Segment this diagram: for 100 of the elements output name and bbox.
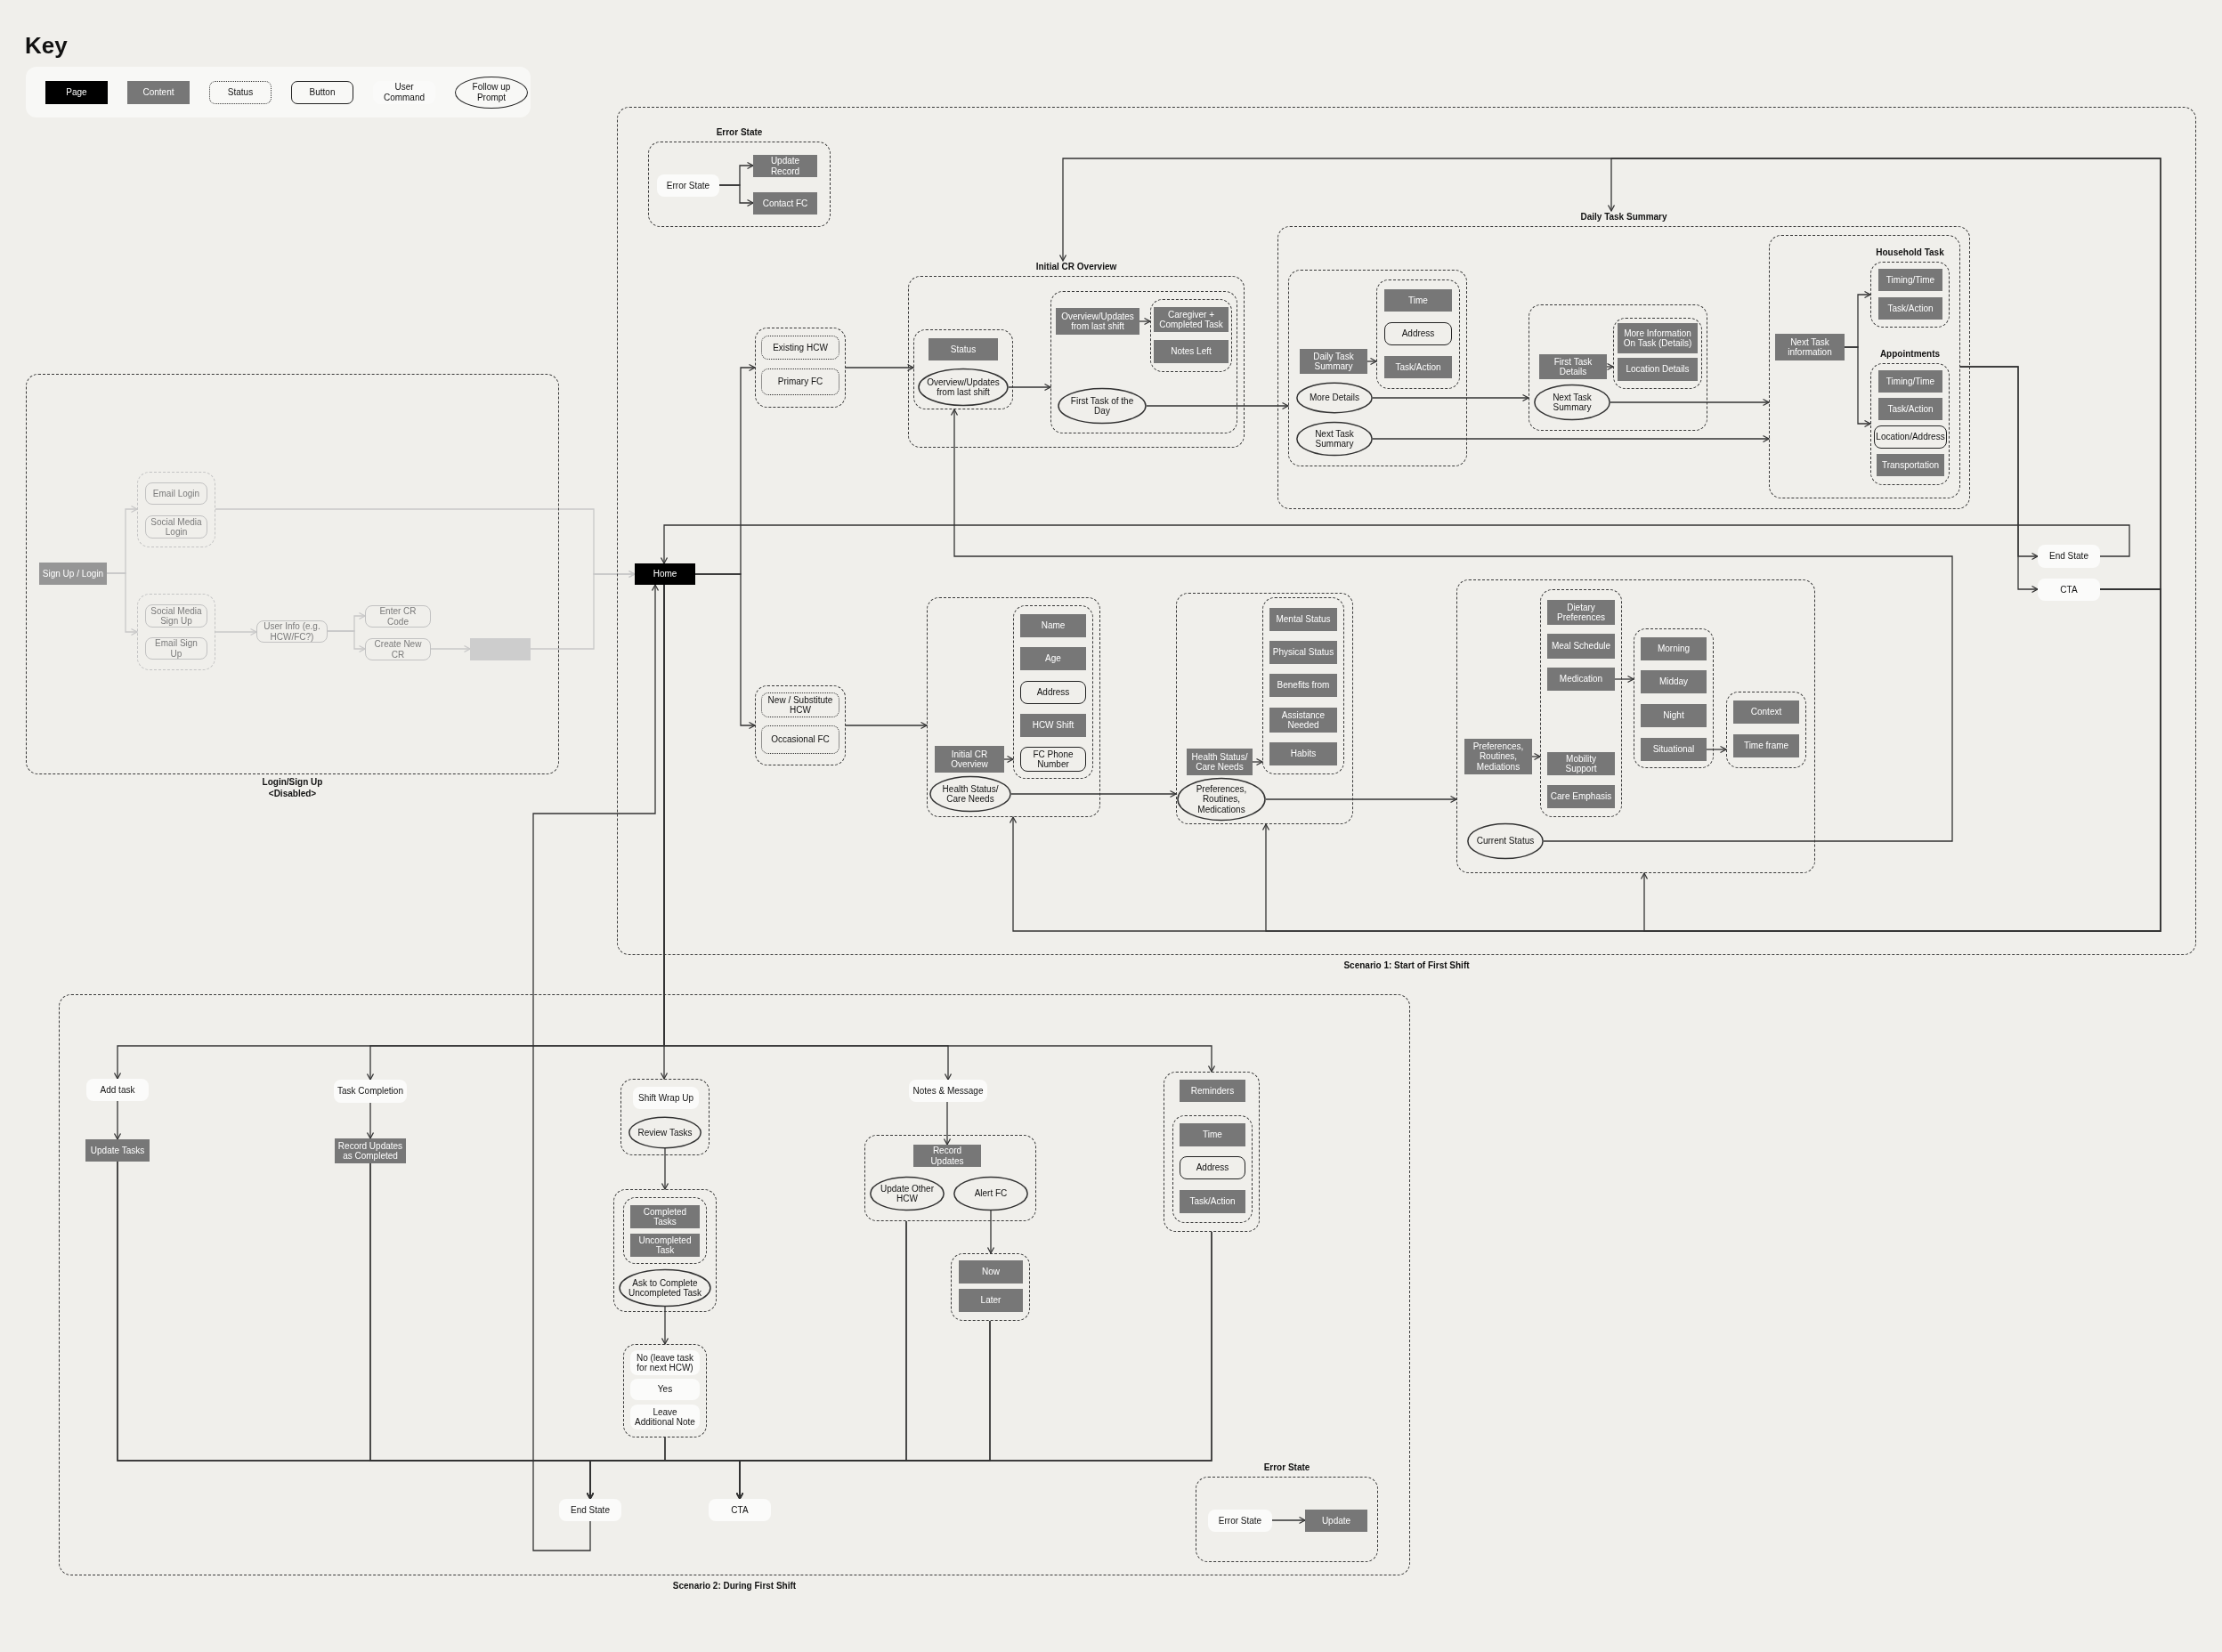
dashed-group: [951, 1253, 1030, 1321]
content-box: Initial CR Overview: [935, 746, 1004, 773]
rounded-box: Create New CR: [365, 638, 431, 660]
legend-label: Follow up Prompt: [471, 82, 512, 102]
content-box: Later: [959, 1289, 1023, 1312]
dashed-group: [1262, 597, 1344, 774]
arrow: [113, 1100, 122, 1140]
dashed-group: [613, 1189, 717, 1312]
content-box: Mobility Support: [1547, 752, 1615, 775]
content-box: Mental Status: [1269, 608, 1337, 631]
content-box: Situational: [1641, 738, 1707, 761]
content-box: Task/Action: [1384, 356, 1452, 378]
dashed-group: [864, 1135, 1036, 1221]
content-box: Dietary Preferences: [1547, 600, 1615, 625]
arrow: [1146, 401, 1289, 410]
arrow: [845, 363, 914, 372]
dashed-group: [59, 994, 1410, 1593]
rounded-box: Address: [1384, 322, 1452, 345]
content-box: Transportation: [1877, 454, 1944, 476]
arrow: [986, 1210, 995, 1254]
arrow: [1139, 317, 1151, 326]
dashed-group: [1376, 279, 1460, 389]
command-pill: Leave Additional Note: [630, 1405, 700, 1429]
legend-heading: Key: [25, 32, 68, 59]
arrow: [694, 573, 756, 730]
dashed-group: [1176, 593, 1353, 824]
content-box: Record Updates: [913, 1145, 981, 1167]
group-title: Login/Sign Up <Disabled>: [261, 777, 324, 799]
arrow: [943, 1101, 952, 1146]
content-box: Time: [1180, 1123, 1245, 1146]
arrow: [718, 184, 754, 207]
rounded-box: Address: [1180, 1156, 1245, 1179]
arrow: [1008, 383, 1051, 392]
content-box: Assistance Needed: [1269, 708, 1337, 733]
prompt-ellipse: Health Status/ Care Needs: [929, 776, 1011, 812]
arrow: [1265, 795, 1457, 804]
content-box: [470, 638, 531, 660]
arrow: [215, 628, 257, 636]
group-title: Household Task: [1876, 247, 1944, 259]
arrow: [1372, 434, 1770, 443]
arrow: [1610, 398, 1770, 407]
arrow: [1010, 790, 1177, 798]
arrow: [1252, 757, 1263, 766]
page-box: Home: [635, 563, 695, 585]
content-box: Contact FC: [753, 192, 817, 215]
content-box: Uncompleted Task: [630, 1234, 700, 1257]
content-box: First Task Details: [1539, 354, 1607, 379]
arrow: [327, 630, 366, 653]
dashed-group: [755, 685, 846, 765]
rounded-box: FC Phone Number: [1020, 747, 1086, 772]
arrow: [532, 584, 660, 1551]
content-box: Now: [959, 1260, 1023, 1284]
dashed-group: [620, 1079, 710, 1155]
arrow: [1606, 362, 1614, 371]
arrow: [1844, 346, 1871, 428]
content-box: Overview/Updates from last shift: [1056, 308, 1139, 335]
rounded-box: User Info (e.g. HCW/FC?): [256, 620, 328, 643]
content-box: Completed Tasks: [630, 1205, 700, 1228]
prompt-ellipse: Ask to Complete Uncompleted Task: [619, 1269, 711, 1307]
dashed-group: [623, 1197, 707, 1264]
arrow: [845, 721, 928, 730]
content-box: Time: [1384, 289, 1452, 312]
content-box: Health Status/ Care Needs: [1187, 749, 1253, 775]
content-box: Update: [1305, 1510, 1367, 1532]
arrow: [660, 524, 2130, 564]
content-box: Night: [1641, 704, 1707, 727]
dashed-group: [1726, 692, 1806, 768]
arrow: [366, 1102, 375, 1139]
command-pill: End State: [2038, 545, 2100, 568]
content-box: Context: [1733, 700, 1799, 724]
dashed-group: [1196, 1462, 1378, 1562]
arrow: [1366, 357, 1377, 366]
command-pill: Notes & Message: [909, 1080, 987, 1102]
dashed-group: [1613, 318, 1702, 389]
content-box: Status: [929, 338, 998, 360]
group-title: Error State: [1263, 1462, 1310, 1474]
rounded-box: Address: [1020, 681, 1086, 704]
rounded-box: Location/Address: [1874, 425, 1947, 449]
prompt-ellipse: Overview/Updates from last shift: [918, 368, 1009, 406]
dashed-group: [1277, 211, 1970, 509]
rounded-box: Social Media Login: [145, 515, 207, 539]
dashed-group: [1870, 348, 1950, 485]
content-box: Preferences, Routines, Mediations: [1464, 739, 1532, 774]
content-box: Habits: [1269, 742, 1337, 765]
group-title: Scenario 1: Start of First Shift: [1343, 960, 1470, 971]
arrow: [106, 572, 138, 636]
dashed-group: [1540, 589, 1622, 817]
content-box: Time frame: [1733, 734, 1799, 757]
content-box: Medication: [1547, 668, 1615, 691]
content-box: More Information On Task (Details): [1618, 323, 1698, 353]
legend-label: Page: [66, 86, 87, 98]
group-title: Error State: [716, 127, 763, 139]
command-pill: Yes: [630, 1379, 700, 1400]
rounded-box: Social Media Sign Up: [145, 604, 207, 628]
content-box: Midday: [1641, 670, 1707, 693]
legend-label: Button: [309, 86, 336, 98]
arrow: [735, 1231, 1212, 1500]
prompt-ellipse: Review Tasks: [628, 1117, 701, 1148]
dashed-group: [913, 329, 1013, 409]
group-title: Daily Task Summary: [1580, 212, 1667, 223]
